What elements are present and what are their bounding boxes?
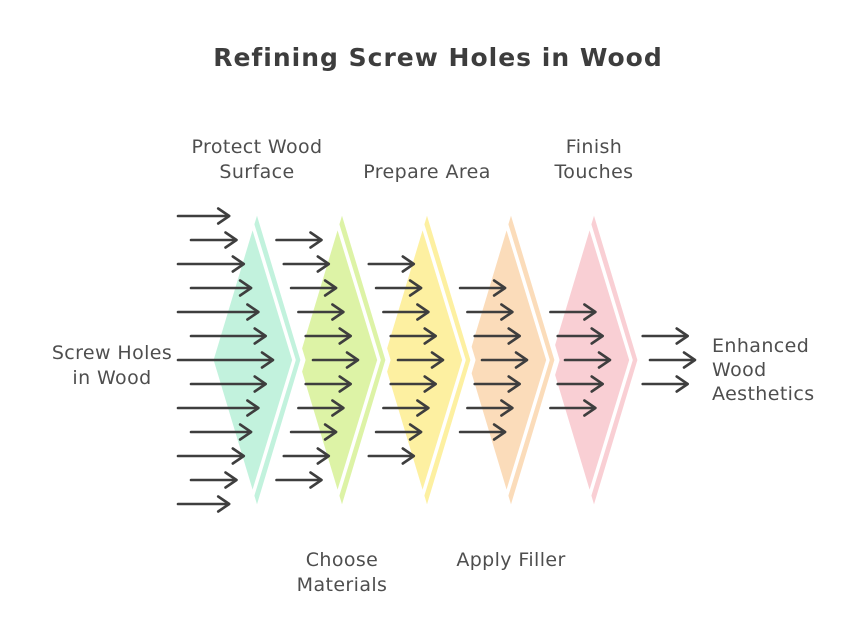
stage-flow-arrow [275,471,323,489]
stage-flow-arrow [382,303,430,321]
stage-flow-arrow [304,327,352,345]
input-flow-arrow [189,423,253,441]
stage-flow-arrow [282,255,331,273]
diagram-title: Refining Screw Holes in Wood [213,43,663,72]
output-flow-arrow [648,351,697,369]
stage-flow-arrow [556,375,604,393]
output-label: Wood [712,359,767,381]
input-flow-arrow [189,231,238,249]
input-flow-arrow [176,399,260,417]
stage-label-apply-filler: Apply Filler [456,549,565,571]
input-flow-arrow [176,495,231,513]
stage-flow-arrow [473,327,521,345]
stage-stripe-protect-wood-surface [248,214,296,506]
stage-flow-arrow [275,231,323,249]
stage-label-protect-wood-surface: Surface [219,161,294,183]
stage-flow-arrow [289,279,338,297]
stage-flow-arrow [374,423,423,441]
output-flow-arrow [641,327,689,345]
stage-flow-arrow [389,375,437,393]
stage-flow-arrow [374,279,423,297]
stage-label-protect-wood-surface: Protect Wood [192,136,323,158]
stage-stripe-finish-touches [585,214,633,506]
input-flow-arrow [176,351,275,369]
stage-label-finish-touches: Finish [566,136,623,158]
output-flow-arrow [641,375,689,393]
input-flow-arrow [176,303,260,321]
stage-flow-arrow [473,375,521,393]
stage-label-choose-materials: Choose [306,549,379,571]
input-flow-arrow [176,207,231,225]
input-label: Screw Holes [52,342,172,364]
stage-flow-arrow [289,423,338,441]
stage-flow-arrow [282,447,331,465]
stage-flow-arrow [396,351,445,369]
input-flow-arrow [176,447,246,465]
stage-flow-arrow [549,303,597,321]
stage-flow-arrow [304,375,352,393]
input-flow-arrow [189,375,267,393]
stage-flow-arrow [311,351,360,369]
arrows-layer [176,207,697,513]
stage-flow-arrow [466,399,514,417]
stage-flow-arrow [556,327,604,345]
stage-flow-arrow [563,351,612,369]
stage-flow-arrow [480,351,529,369]
input-flow-arrow [189,327,267,345]
stage-flow-arrow [382,399,430,417]
stage-flow-arrow [367,255,416,273]
stage-label-choose-materials: Materials [297,574,388,596]
stage-flow-arrow [458,279,507,297]
stage-flow-arrow [458,423,507,441]
stage-flow-arrow [389,327,437,345]
stage-stripe-prepare-area [418,214,466,506]
stage-flow-arrow [367,447,416,465]
input-flow-arrow [189,279,253,297]
stage-flow-arrow [466,303,514,321]
stage-label-finish-touches: Touches [554,161,634,183]
stage-flow-arrow [297,399,345,417]
input-label: in Wood [72,367,151,389]
stage-flow-arrow [297,303,345,321]
output-label: Aesthetics [712,383,815,405]
stage-stripe-choose-materials [333,214,381,506]
stage-stripe-apply-filler [502,214,550,506]
stage-flow-arrow [549,399,597,417]
output-label: Enhanced [712,335,809,357]
input-flow-arrow [189,471,238,489]
stage-label-prepare-area: Prepare Area [363,161,491,183]
input-flow-arrow [176,255,246,273]
